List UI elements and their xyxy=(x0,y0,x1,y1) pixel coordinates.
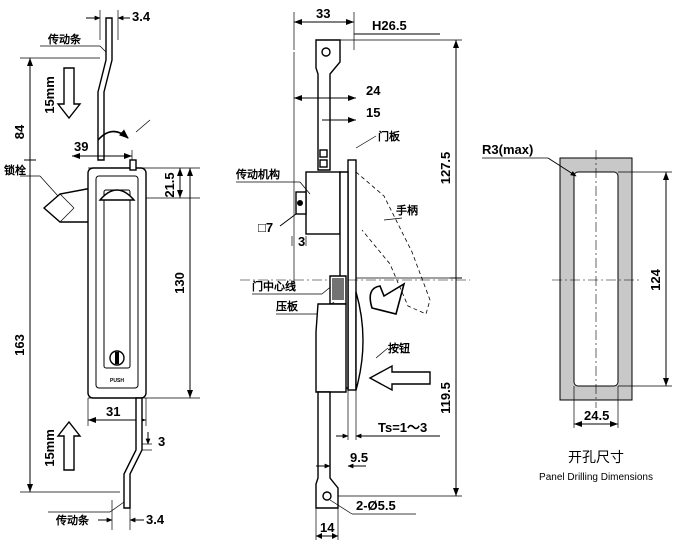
dim-24-5: 24.5 xyxy=(584,408,609,423)
label-drive-bar-top: 传动条 xyxy=(47,32,82,46)
dim-3-4-bottom: 3.4 xyxy=(146,512,165,527)
height-dimension-84-163: 84 163 xyxy=(12,58,36,492)
label-door-centerline: 门中心线 xyxy=(252,279,296,293)
dim-square-7: □7 xyxy=(258,220,273,235)
dim-hole: 2-Ø5.5 xyxy=(356,498,396,513)
dim-3-4-top: 3.4 xyxy=(132,9,151,24)
dim-130: 130 xyxy=(172,272,187,294)
label-latch-bolt: 锁栓 xyxy=(4,163,26,177)
side-top-bar xyxy=(315,39,341,171)
side-view: 33 H26.5 24 15 门板 传动机构 xyxy=(235,6,470,540)
push-mark: PUSH xyxy=(110,378,124,384)
label-handle: 手柄 xyxy=(396,203,418,217)
dim-33: 33 xyxy=(316,6,330,21)
handle-body: PUSH xyxy=(87,159,147,399)
dim-84: 84 xyxy=(12,124,27,139)
label-button: 按钮 xyxy=(388,341,410,355)
bottom-drive-bar: 3 3.4 传动条 xyxy=(48,397,165,530)
dim-15mm-bottom: 15mm xyxy=(42,429,57,467)
rotation-arrow xyxy=(97,129,129,141)
dim-21-5: 21.5 xyxy=(162,172,177,197)
dim-24: 24 xyxy=(366,83,381,98)
top-drive-bar: 3.4 传动条 xyxy=(40,9,151,161)
label-door-panel: 门板 xyxy=(378,129,401,143)
dim-h26-5: H26.5 xyxy=(372,18,407,33)
side-bottom-bar xyxy=(315,391,339,509)
dim-163: 163 xyxy=(12,334,27,356)
cutout-title-cn: 开孔尺寸 xyxy=(568,449,624,465)
dim-119-5: 119.5 xyxy=(438,382,453,414)
dim-124: 124 xyxy=(648,268,663,290)
cutout-view: R3(max) 124 24.5 开孔尺寸 Panel Drilling Dim… xyxy=(482,142,672,483)
button-arrow: 按钮 xyxy=(368,341,431,392)
label-pressure-plate: 压板 xyxy=(276,299,299,313)
dim-15mm-top: 15mm xyxy=(42,76,57,114)
dim-3-left: 3 xyxy=(158,434,165,449)
stroke-arrow-top: 15mm xyxy=(42,67,82,120)
side-rotation-arrow xyxy=(369,282,406,315)
dim-127-5: 127.5 xyxy=(438,152,453,185)
label-drive-bar-bottom: 传动条 xyxy=(55,513,90,527)
dim-3-side: 3 xyxy=(298,234,305,249)
side-lower-body xyxy=(315,291,364,393)
stroke-arrow-bottom: 15mm xyxy=(42,420,82,471)
front-view: 84 163 15mm 15mm 3.4 传动条 xyxy=(4,9,200,530)
dim-ts: Ts=1～3 xyxy=(378,420,427,435)
dim-r3: R3(max) xyxy=(482,142,533,157)
cutout-title-en: Panel Drilling Dimensions xyxy=(539,472,653,483)
dim-31: 31 xyxy=(106,404,120,419)
dim-39: 39 xyxy=(74,139,88,154)
dim-15: 15 xyxy=(366,105,380,120)
door-panel-plate xyxy=(347,159,357,391)
dim-9-5: 9.5 xyxy=(350,450,368,465)
label-mechanism: 传动机构 xyxy=(235,167,280,181)
latch-bolt: 锁栓 xyxy=(4,163,93,223)
dim-14: 14 xyxy=(320,520,335,535)
mechanism-block: 传动机构 xyxy=(235,167,341,235)
handle-dashed: 手柄 xyxy=(355,171,431,315)
